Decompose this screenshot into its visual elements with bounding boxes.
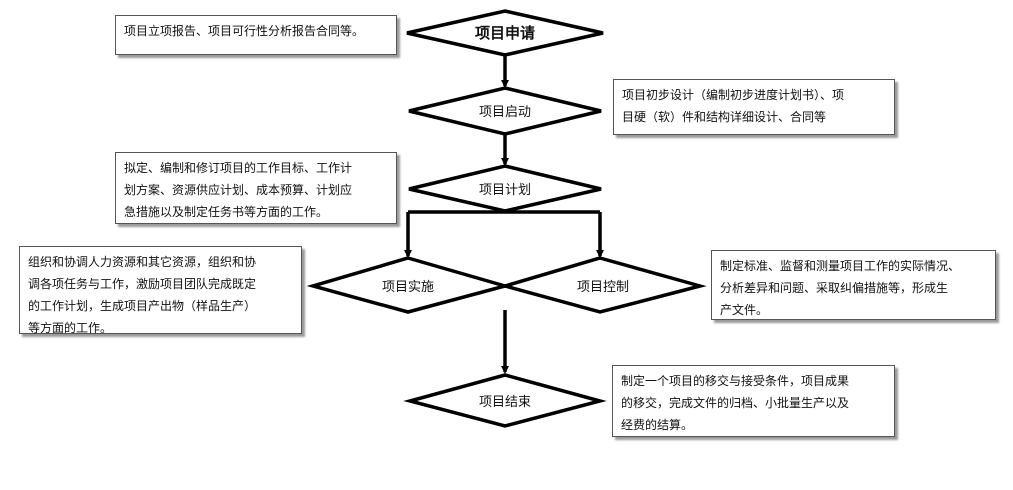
note-execute: 组织和协调人力资源和其它资源，组织和协 调各项任务与工作，激励项目团队完成既定 … (19, 246, 302, 335)
note-apply: 项目立项报告、项目可行性分析报告合同等。 (115, 15, 397, 55)
node-close-diamond (403, 373, 607, 428)
node-control-diamond (498, 256, 707, 314)
node-apply-diamond (406, 9, 604, 57)
node-start-diamond (408, 86, 602, 136)
note-start: 项目初步设计（编制初步进度计划书）、项 目硬（软）件和结构详细设计、合同等 (613, 79, 895, 135)
node-start-label: 项目启动 (479, 105, 531, 120)
node-apply-label: 项目申请 (475, 24, 535, 42)
node-execute-label: 项目实施 (382, 280, 434, 295)
node-close-label: 项目结束 (479, 395, 531, 410)
note-plan: 拟定、编制和修订项目的工作目标、工作计 划方案、资源供应计划、成本预算、计划应 … (115, 152, 397, 224)
node-plan-label: 项目计划 (479, 183, 531, 198)
note-control: 制定标准、监督和测量项目工作的实际情况、 分析差异和问题、采取纠偏措施等，形成生… (711, 250, 996, 320)
node-execute-diamond (306, 256, 512, 314)
node-plan-diamond (408, 164, 602, 213)
note-close: 制定一个项目的移交与接受条件，项目成果 的移交，完成文件的归档、小批量生产以及 … (612, 365, 895, 437)
node-control-label: 项目控制 (577, 280, 629, 295)
decision-nodes (306, 9, 707, 428)
